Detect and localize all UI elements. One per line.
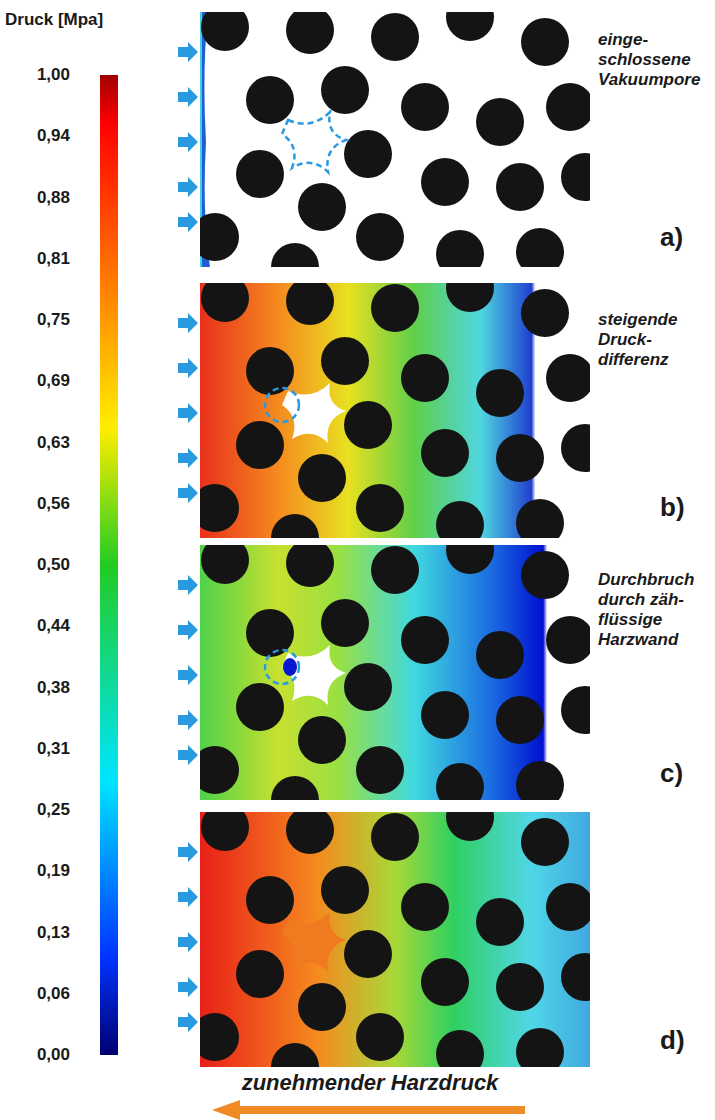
scale-value: 0,38 xyxy=(37,678,70,698)
panel-label: c) xyxy=(660,758,683,789)
scale-value: 0,19 xyxy=(37,861,70,881)
scale-value: 0,94 xyxy=(37,126,70,146)
scale-value: 0,81 xyxy=(37,249,70,269)
scale-value: 0,00 xyxy=(37,1045,70,1065)
scale-value: 0,88 xyxy=(37,188,70,208)
scale-value: 0,50 xyxy=(37,555,70,575)
panel-label: d) xyxy=(660,1025,685,1056)
axis-title: Druck [Mpa] xyxy=(5,10,103,30)
annotation: einge- schlossene Vakuumpore xyxy=(598,30,700,90)
scale-value: 0,06 xyxy=(37,984,70,1004)
scale-value: 0,56 xyxy=(37,494,70,514)
scale-value: 0,75 xyxy=(37,310,70,330)
scale-value: 0,69 xyxy=(37,371,70,391)
panel-label: b) xyxy=(660,492,685,523)
annotation: Durchbruch durch zäh- flüssige Harzwand xyxy=(598,570,694,650)
axis-caption: zunehmender Harzdruck xyxy=(242,1070,499,1096)
scale-value: 1,00 xyxy=(37,65,70,85)
scale-value: 0,13 xyxy=(37,923,70,943)
scale-value: 0,63 xyxy=(37,433,70,453)
scale-value: 0,44 xyxy=(37,616,70,636)
scale-value: 0,31 xyxy=(37,739,70,759)
scale-value: 0,25 xyxy=(37,800,70,820)
annotation: steigende Druck- differenz xyxy=(598,310,677,370)
panel-label: a) xyxy=(660,222,683,253)
